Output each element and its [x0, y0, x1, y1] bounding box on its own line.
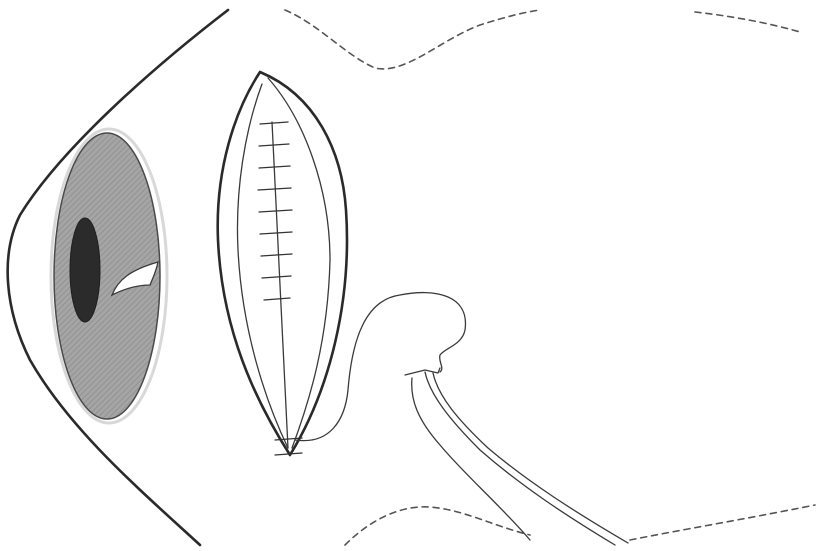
scleral-incision-inner	[237, 84, 288, 448]
scleral-incision-outer	[218, 72, 347, 455]
instrument-tip	[405, 368, 440, 375]
suture-line	[272, 122, 288, 448]
instrument-shaft-inner-2	[433, 373, 628, 543]
dashed-outline-bottom	[345, 507, 530, 545]
dashed-outline-bottom-right	[630, 505, 815, 540]
suture-thread	[295, 293, 465, 441]
dashed-outline-top-right	[695, 12, 800, 32]
dashed-outline-top	[285, 10, 540, 69]
instrument-shaft-inner-1	[425, 372, 615, 545]
pupil	[70, 218, 100, 322]
